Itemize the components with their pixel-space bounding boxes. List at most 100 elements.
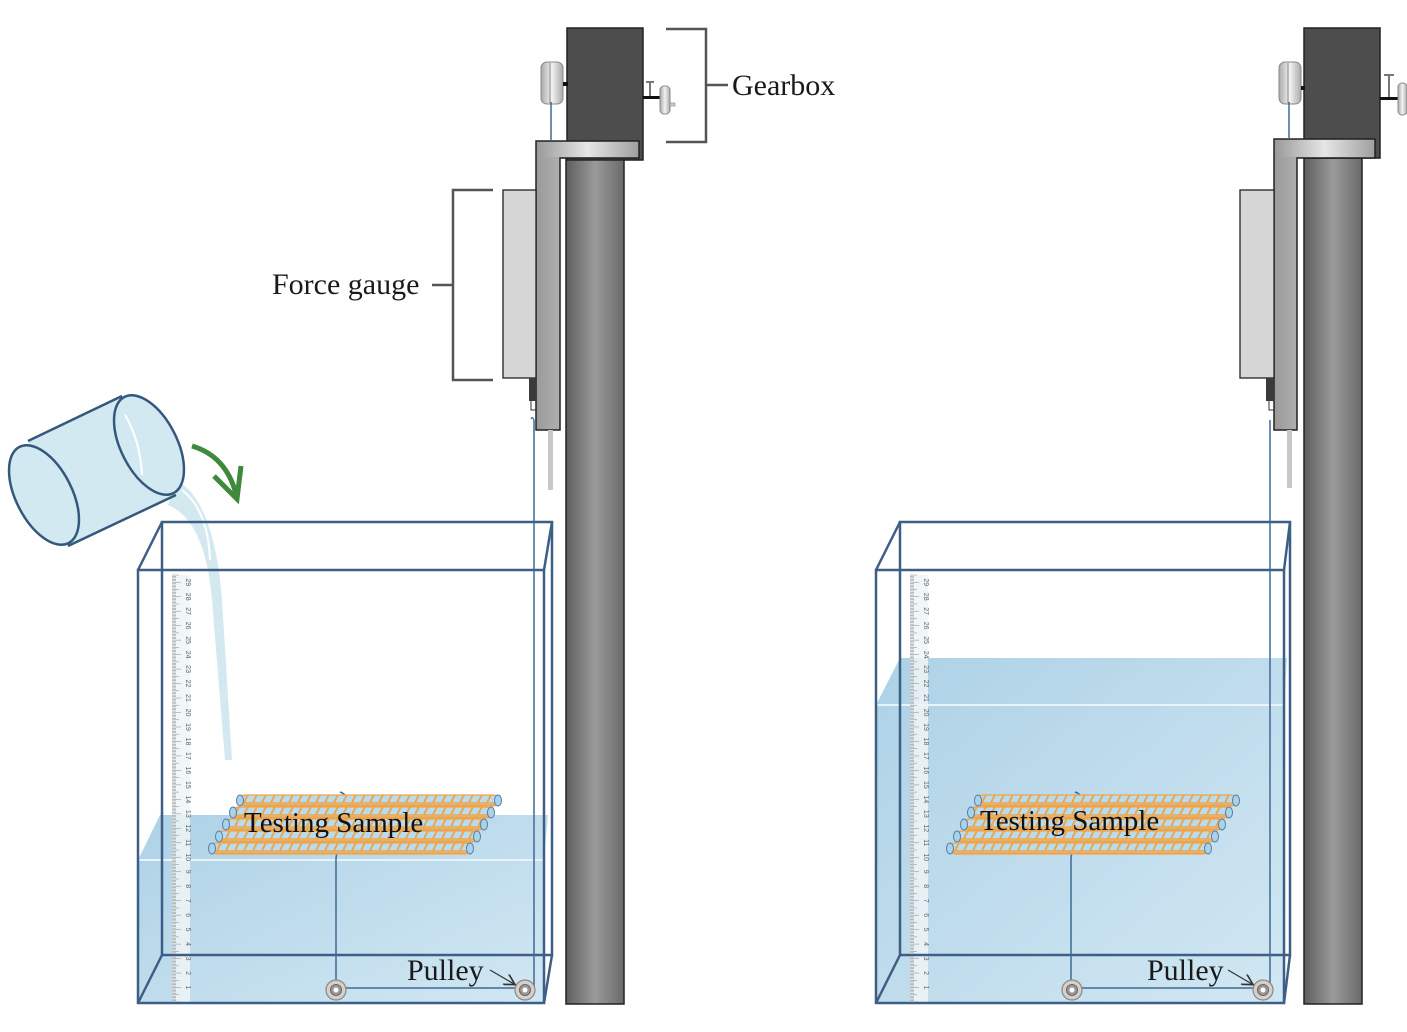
ruler-tick-label: 18 [184,738,191,746]
ruler-tick-label: 14 [184,795,191,803]
sample-tube [239,794,499,807]
ruler-tick-label: 7 [922,899,929,903]
ruler-tick-label: 19 [922,723,929,731]
ruler-tick-label: 22 [922,680,929,688]
crank-handle-icon [1380,74,1407,116]
ruler-tick-label: 10 [922,853,929,861]
spool-icon [540,61,568,105]
ruler-tick-label: 12 [922,824,929,832]
force-gauge-label: Force gauge [272,268,419,301]
gauge-mount-arm [535,140,640,431]
ruler: 1234567891011121314151617181920212223242… [172,574,191,1003]
left-panel: Gearbox Force gauge 12345678910111213141… [7,27,835,1005]
gearbox-body [1303,27,1381,159]
ruler-tick-label: 17 [922,752,929,760]
pulley-label: Pulley [1147,954,1224,987]
testing-sample-label: Testing Sample [980,805,1159,837]
ruler-tick-label: 1 [922,986,929,990]
ruler-tick-label: 8 [922,884,929,888]
ruler-tick-label: 6 [184,913,191,917]
ruler-tick-label: 5 [922,928,929,932]
guide-rod [1287,430,1292,488]
pulley-arrow [1227,969,1252,984]
ruler-body [910,575,928,1002]
gauge-sensor [1266,378,1274,401]
ruler-tick-label: 2 [184,971,191,975]
ruler-tick-label: 9 [922,870,929,874]
pulley-icon [325,979,347,1001]
ruler-tick-label: 25 [184,636,191,644]
pulley-icon [1252,979,1274,1001]
ruler-tick-label: 26 [184,622,191,630]
beaker-icon [7,393,186,548]
ruler-tick-label: 5 [184,928,191,932]
ruler-tick-label: 6 [922,913,929,917]
ruler-tick-label: 8 [184,884,191,888]
pulley-icon [1061,979,1083,1001]
ruler-tick-label: 15 [922,781,929,789]
ruler-tick-label: 25 [922,636,929,644]
ruler-tick-label: 12 [184,824,191,832]
ruler-tick-label: 2 [922,971,929,975]
ruler-tick-label: 23 [184,665,191,673]
ruler-tick-label: 16 [922,767,929,775]
ruler: 1234567891011121314151617181920212223242… [910,574,929,1003]
pulley-label: Pulley [407,954,484,987]
ruler-tick-label: 14 [922,795,929,803]
pulley-icon [514,979,536,1001]
pulley-arrow [489,969,514,984]
ruler-tick-label: 24 [922,651,929,659]
sample-tube [211,842,471,855]
ruler-tick-label: 23 [922,665,929,673]
ruler-tick-label: 22 [184,680,191,688]
ruler-tick-label: 3 [184,957,191,961]
ruler-tick-label: 20 [922,709,929,717]
ruler-tick-label: 29 [922,578,929,586]
ruler-tick-label: 28 [184,593,191,601]
ruler-tick-label: 16 [184,767,191,775]
ruler-tick-label: 4 [922,942,929,946]
ruler-tick-label: 11 [922,839,929,846]
gearbox-label: Gearbox [732,69,835,102]
support-column [565,157,625,1005]
ruler-tick-label: 13 [922,810,929,818]
ruler-tick-label: 4 [184,942,191,946]
tank-outline [874,520,1292,1005]
force-gauge-body [1239,189,1275,379]
ruler-tick-label: 21 [922,694,929,702]
force-gauge-bracket [432,188,493,382]
pour-direction-arrow-icon [191,443,244,505]
support-column [1303,157,1363,1005]
ruler-tick-label: 11 [184,839,191,846]
ruler-tick-label: 7 [184,899,191,903]
ruler-tick-label: 1 [184,986,191,990]
gauge-sensor [529,378,536,401]
right-panel: 1234567891011121314151617181920212223242… [874,27,1407,1005]
testing-sample-label: Testing Sample [244,807,423,839]
ruler-tick-label: 28 [922,593,929,601]
spool-icon [1278,61,1305,105]
crank-handle-icon [643,81,676,115]
gauge-mount-arm [1273,138,1376,431]
sample-tube [949,842,1209,855]
testing-sample [208,794,502,855]
ruler-tick-label: 21 [184,694,191,702]
tank-outline [136,520,554,1005]
ruler-tick-label: 27 [184,607,191,615]
gearbox-bracket [666,27,728,144]
gearbox-body [566,27,644,161]
ruler-tick-label: 18 [922,738,929,746]
ruler-tick-label: 20 [184,709,191,717]
ruler-tick-label: 26 [922,622,929,630]
ruler-tick-label: 24 [184,651,191,659]
ruler-tick-label: 19 [184,723,191,731]
ruler-tick-label: 9 [184,870,191,874]
ruler-tick-label: 10 [184,853,191,861]
ruler-tick-label: 27 [922,607,929,615]
ruler-tick-label: 3 [922,957,929,961]
ruler-body [172,575,190,1002]
ruler-tick-label: 13 [184,810,191,818]
guide-rod [548,430,553,490]
ruler-tick-label: 29 [184,578,191,586]
